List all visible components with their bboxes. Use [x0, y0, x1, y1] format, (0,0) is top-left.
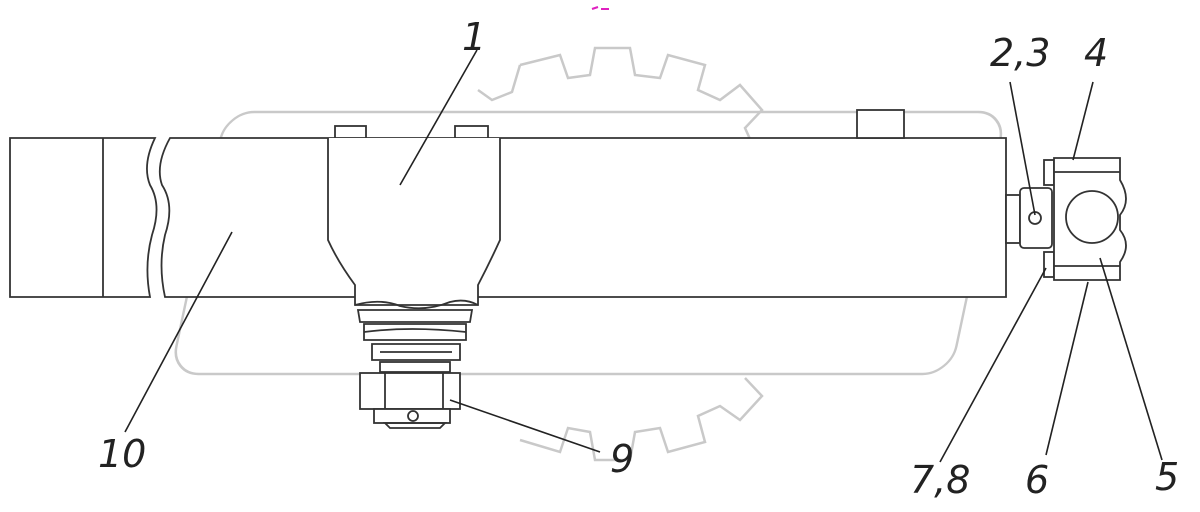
- callout-7-8: 7,8: [910, 458, 970, 502]
- callout-10: 10: [98, 432, 146, 476]
- beam-left-section: [9, 137, 158, 298]
- callout-9: 9: [610, 437, 634, 481]
- callout-1: 1: [462, 15, 486, 59]
- watermark-gear: [477, 46, 790, 462]
- top-mark: [591, 6, 609, 10]
- callouts: 1 2,3 4 5 6 7,8 9 10: [98, 15, 1179, 502]
- callout-5: 5: [1155, 455, 1179, 499]
- beam-main: [158, 137, 1007, 298]
- callout-4: 4: [1084, 31, 1108, 75]
- hex-nut: [359, 372, 461, 410]
- top-block-middle: [454, 125, 489, 139]
- top-block-left: [334, 125, 367, 139]
- leader-lines: [124, 49, 1163, 463]
- end-clamp-assembly: [1005, 157, 1127, 281]
- callout-6: 6: [1025, 458, 1049, 502]
- fitting-assembly: [356, 309, 474, 429]
- insert-cutaway: [327, 138, 501, 310]
- callout-2-3: 2,3: [990, 31, 1050, 75]
- top-block-right: [856, 109, 905, 139]
